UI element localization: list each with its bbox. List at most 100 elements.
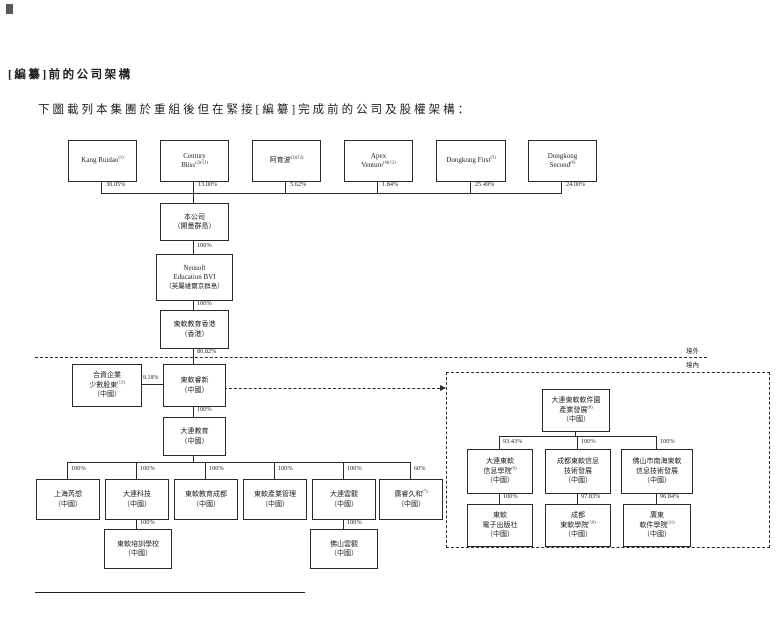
node-line: （中國） <box>486 530 514 539</box>
node-line: （中國） <box>486 476 514 485</box>
node-century-bliss: Century Bliss(2)(12) <box>160 140 229 182</box>
node-text: 阿育波 <box>269 156 291 165</box>
node-line: Dongkong <box>547 151 578 160</box>
node-neusoft-ruixin: 東軟睿新 （中國） <box>163 364 226 407</box>
ownership-pct-kang: 30.05% <box>106 181 126 188</box>
connector-line <box>193 405 194 417</box>
ownership-pct-chengdu-college: 97.83% <box>581 493 601 500</box>
section-title: [編纂]前的公司架構 <box>8 69 133 81</box>
ownership-pct-century: 13.00% <box>198 181 218 188</box>
node-line: 電子出版社 <box>482 520 518 529</box>
node-chengdu-neusoft-it-dev: 成都東軟信息 技術發展 （中國） <box>545 449 611 494</box>
connector-line <box>205 462 206 479</box>
node-line: 東軟產業管理 <box>254 490 296 499</box>
connector-line <box>470 180 471 193</box>
node-line: （中國） <box>124 549 152 557</box>
node-line: （中國） <box>562 415 590 424</box>
ownership-pct-guang-rui: 60% <box>414 465 426 472</box>
node-neusoft-education-chengdu: 東軟教育成都 （中國） <box>174 479 238 520</box>
connector-line <box>101 180 102 193</box>
node-line: （中國） <box>564 476 592 485</box>
connector-line <box>274 462 275 479</box>
node-line: 大連科技 <box>123 490 151 499</box>
node-line: 合資企業 <box>93 371 121 380</box>
connector-line <box>136 462 137 479</box>
node-line: 廣睿久和(7) <box>394 488 428 499</box>
node-text: 軟件學院 <box>639 520 668 529</box>
footnote-ref: (11) <box>667 519 675 525</box>
node-text: Bliss <box>181 161 196 169</box>
ownership-pct-hk-ruixin: 80.82% <box>197 348 217 355</box>
ownership-pct-shanghai: 100% <box>71 465 86 472</box>
node-line: （香港） <box>180 329 209 338</box>
ownership-pct-dalian-tech: 100% <box>140 465 155 472</box>
onshore-label: 境內 <box>686 362 699 369</box>
ownership-pct-chengdu-it: 100% <box>581 438 596 445</box>
node-line: 產業發展(8) <box>559 405 592 415</box>
connector-line <box>193 193 194 203</box>
node-line: （中國） <box>93 390 121 399</box>
node-line: 大連東軟軟件園 <box>551 396 601 405</box>
node-text: Venture <box>361 161 384 169</box>
node-line: （中國） <box>397 499 425 508</box>
node-line: Apex <box>370 151 387 160</box>
node-line: （中國） <box>261 499 289 508</box>
node-line: （中國） <box>180 385 209 394</box>
connector-line <box>656 436 657 449</box>
ownership-pct-ruixin-dalianedu: 100% <box>197 406 212 413</box>
footnote-ref: (7) <box>422 488 428 494</box>
node-dalian-neusoft-info-college: 大連東軟 信息學院(9) （中國） <box>467 449 533 494</box>
node-line: 佛山市南海東軟 <box>632 457 682 466</box>
ownership-pct-foshan-yunguan: 100% <box>347 519 362 526</box>
node-neusoft-electronic-press: 東軟 電子出版社 （中國） <box>467 504 533 547</box>
node-line: （中國） <box>192 499 220 508</box>
node-line: （中國） <box>564 530 592 539</box>
ownership-pct-neu-edu-chengdu: 100% <box>209 465 224 472</box>
ownership-pct-bvi-hk: 100% <box>197 300 212 307</box>
connector-line <box>499 492 500 504</box>
node-line: 東軟睿新 <box>180 376 209 385</box>
node-ayubo: 阿育波(3)(12) <box>252 140 321 182</box>
node-line: 技術發展 <box>564 466 592 475</box>
node-text: Kang Ruidao <box>81 156 119 165</box>
node-line: 信息技術發展 <box>636 466 678 475</box>
node-guangrui-jiuhe: 廣睿久和(7) （中國） <box>379 479 443 520</box>
node-line: 成都東軟信息 <box>557 457 599 466</box>
node-text: 信息學院 <box>483 466 512 475</box>
connector-line <box>499 436 657 437</box>
node-line: Kang Ruidao(1) <box>81 155 123 165</box>
node-line: 阿育波(3)(12) <box>269 155 304 165</box>
footnote-ref: (5) <box>490 154 496 160</box>
node-neusoft-training-school: 東軟培訓學校 （中國） <box>104 529 172 569</box>
connector-line <box>577 492 578 504</box>
node-dalian-technology: 大連科技 （中國） <box>105 479 169 520</box>
node-dongkong-second: Dongkong Second(6) <box>528 140 597 182</box>
ownership-pct-company-bvi: 100% <box>197 242 212 249</box>
connector-line <box>193 239 194 254</box>
node-line: 大連雲觀 <box>330 490 358 499</box>
node-line: 東軟 <box>493 511 507 520</box>
connector-line <box>499 436 500 449</box>
footnote-ref: (10) <box>588 519 596 525</box>
ownership-pct-dalian-yunguan: 100% <box>347 465 362 472</box>
node-dalian-neusoft-software-park: 大連東軟軟件園 產業發展(8) （中國） <box>542 389 610 432</box>
connector-line <box>410 462 411 479</box>
node-line: 上海芮想 <box>54 490 82 499</box>
node-text: 東軟學院 <box>560 520 589 529</box>
node-text: 產業發展 <box>559 405 588 414</box>
footnote-ref: (13) <box>117 379 125 385</box>
node-shanghai-ruixiang: 上海芮想 （中國） <box>36 479 100 520</box>
node-neusoft-industry-management: 東軟產業管理 （中國） <box>243 479 307 520</box>
connector-line <box>561 180 562 193</box>
node-text: 少數股東 <box>89 380 118 389</box>
node-line: 佛山雲觀 <box>330 539 358 548</box>
node-text: Dongkong First <box>446 156 491 165</box>
node-foshan-nanhai-neusoft-it-dev: 佛山市南海東軟 信息技術發展 （中國） <box>621 449 693 494</box>
node-line: （中國） <box>643 530 671 539</box>
node-line: 少數股東(13) <box>89 379 125 390</box>
node-line: 東軟教育香港 <box>173 320 216 329</box>
scan-artifact <box>6 4 13 14</box>
node-kang-ruidao: Kang Ruidao(1) <box>68 140 137 182</box>
node-foshan-yunguan: 佛山雲觀 （中國） <box>310 529 378 569</box>
